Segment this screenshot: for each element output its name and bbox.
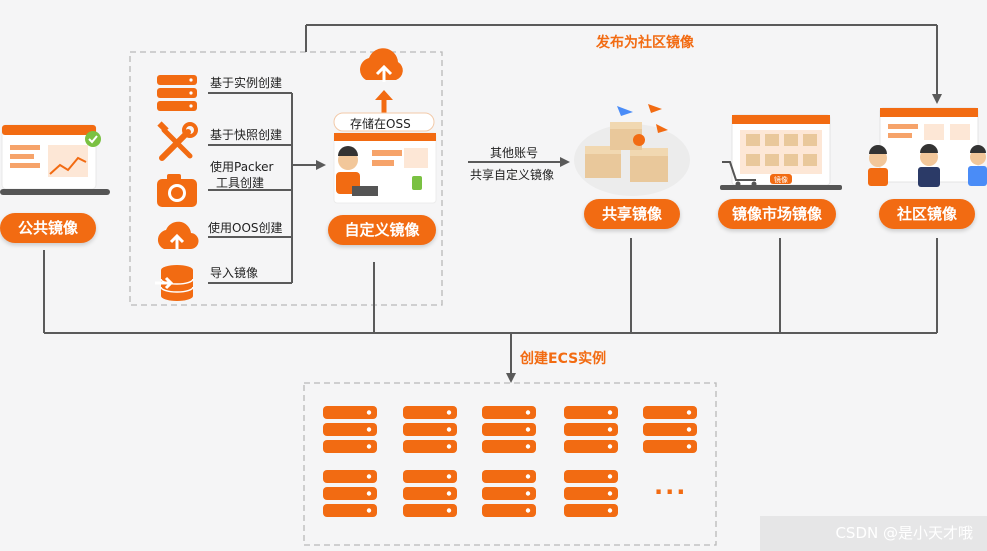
server-icon xyxy=(482,470,536,517)
server-icon xyxy=(564,406,618,453)
method-label-packer-line1: 使用Packer xyxy=(210,160,274,174)
create-ecs-label: 创建ECS实例 xyxy=(520,351,607,367)
tools-icon xyxy=(157,121,198,161)
share-label-line2: 共享自定义镜像 xyxy=(470,168,555,182)
community-illustration xyxy=(868,107,987,187)
ecs-instances-box xyxy=(303,382,717,546)
server-icon xyxy=(323,470,377,517)
create-methods-box xyxy=(129,51,443,306)
server-icon xyxy=(643,406,697,453)
public-image-laptop-illustration xyxy=(0,124,110,195)
community-image-node: 社区镜像 xyxy=(879,199,975,229)
store-oss-label: 存储在OSS xyxy=(350,117,411,131)
camera-icon xyxy=(157,174,197,207)
shared-image-node: 共享镜像 xyxy=(584,199,680,229)
share-label-line1: 其他账号 xyxy=(490,146,539,160)
server-icon xyxy=(564,470,618,517)
server-icon xyxy=(157,75,197,111)
publish-community-label: 发布为社区镜像 xyxy=(596,35,694,51)
marketplace-image-node: 镜像市场镜像 xyxy=(718,199,836,229)
server-icon xyxy=(323,406,377,453)
method-label-snapshot: 基于快照创建 xyxy=(210,128,283,142)
public-image-node: 公共镜像 xyxy=(0,213,96,243)
custom-image-node: 自定义镜像 xyxy=(328,215,436,245)
server-icon xyxy=(482,406,536,453)
database-import-icon xyxy=(155,265,194,301)
more-servers-ellipsis: ... xyxy=(654,472,688,500)
cart-tag: 镜像 xyxy=(774,175,788,184)
method-label-oos: 使用OOS创建 xyxy=(208,221,283,235)
server-icon xyxy=(403,406,457,453)
cloud-upload-icon xyxy=(157,221,199,250)
method-label-import: 导入镜像 xyxy=(210,266,259,280)
marketplace-illustration: 镜像 xyxy=(720,114,842,190)
custom-image-illustration xyxy=(333,48,437,204)
method-label-instance: 基于实例创建 xyxy=(210,76,283,90)
server-icon xyxy=(403,470,457,517)
watermark: CSDN @是小天才哦 xyxy=(835,524,973,542)
method-label-packer-line2: 工具创建 xyxy=(216,176,265,190)
shared-image-illustration xyxy=(574,104,690,196)
connector-lines xyxy=(43,24,942,383)
